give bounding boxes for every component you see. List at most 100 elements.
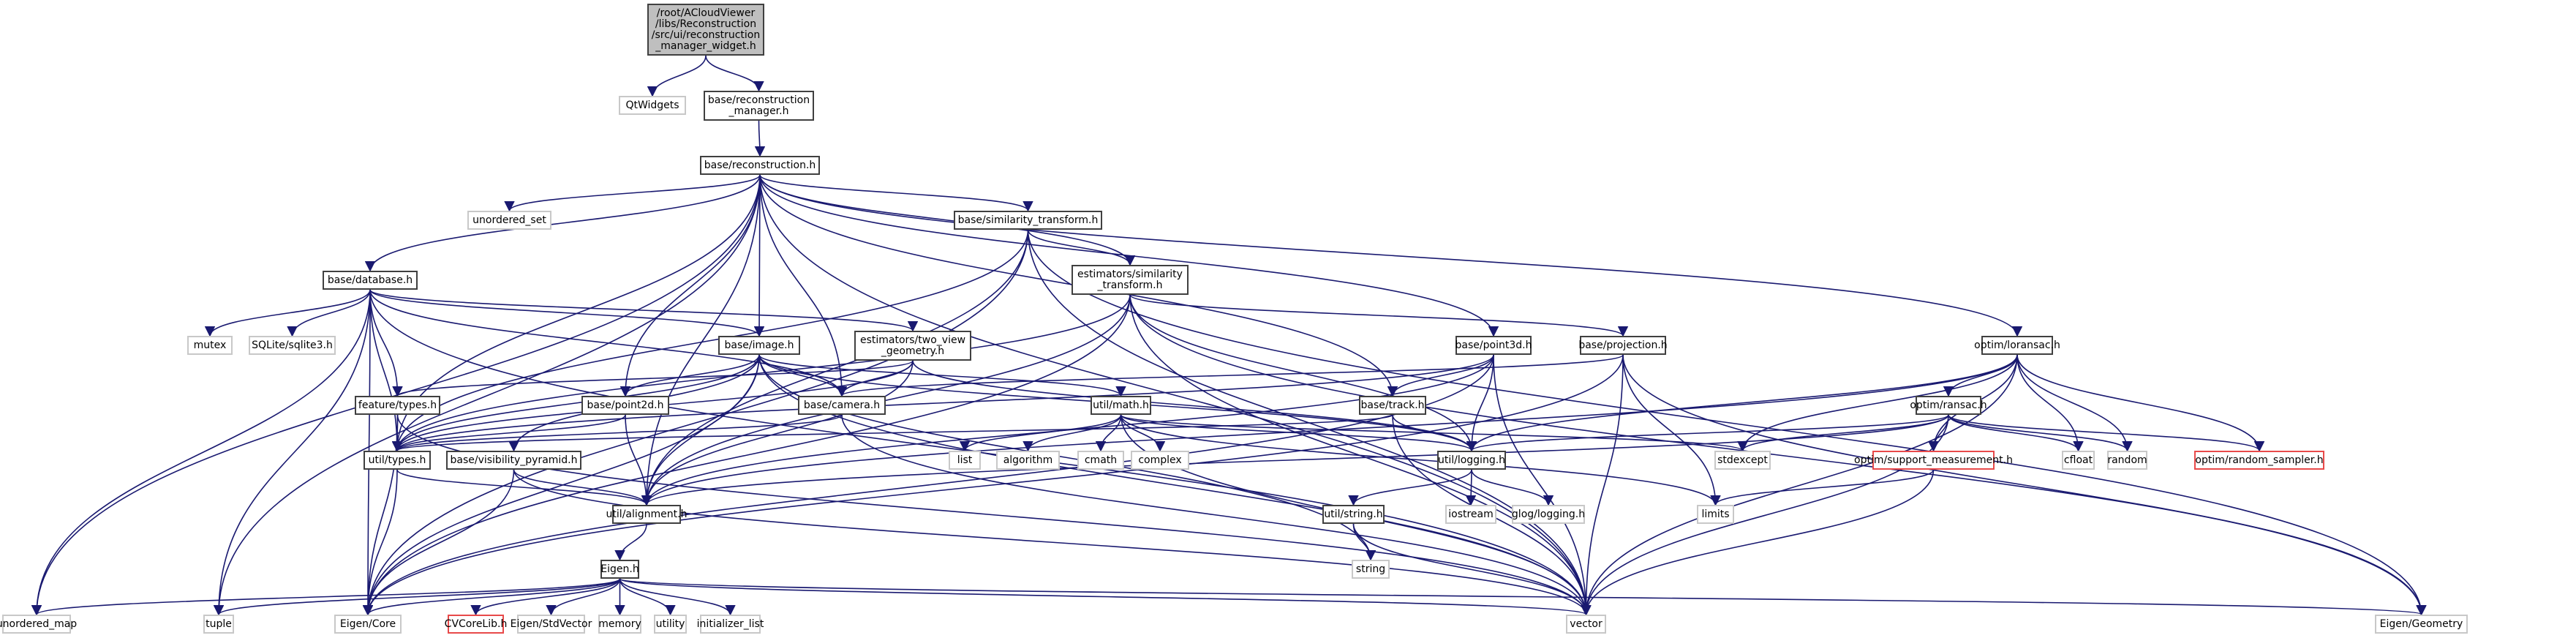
- edge-loransac-to-vector: [1581, 354, 2018, 616]
- edge-est-sim-tf-to-eigen-geom: [1129, 294, 2427, 616]
- graph-node-sqlite[interactable]: SQLite/sqlite3.h: [249, 336, 336, 355]
- edge-ransac-to-alignment: [641, 414, 1949, 506]
- graph-node-eigen-core[interactable]: Eigen/Core: [334, 615, 402, 634]
- graph-node-ransac[interactable]: optim/ransac.h: [1910, 396, 1987, 415]
- graph-node-limits[interactable]: limits: [1697, 505, 1734, 524]
- graph-node-sim-tf[interactable]: base/similarity_transform.h: [954, 211, 1102, 230]
- edge-util-string-to-vector: [1352, 523, 1592, 616]
- graph-node-loransac[interactable]: optim/loransac.h: [1974, 336, 2060, 355]
- graph-node-est-sim-tf[interactable]: estimators/similarity _transform.h: [1072, 265, 1189, 295]
- graph-node-eigen-h[interactable]: Eigen.h: [600, 560, 639, 579]
- edge-logging-to-util-string: [1348, 469, 1472, 506]
- graph-node-stdexcept[interactable]: stdexcept: [1714, 451, 1771, 470]
- graph-node-mutex[interactable]: mutex: [187, 336, 233, 355]
- edge-projection-to-vector: [1581, 354, 1624, 616]
- edge-point3d-to-vector: [1493, 354, 1592, 616]
- edge-track-to-logging: [1392, 414, 1477, 452]
- graph-node-recon-mgr[interactable]: base/reconstruction _manager.h: [704, 91, 814, 121]
- edge-database-to-tuple: [213, 289, 371, 616]
- edge-recon-to-loransac: [759, 174, 2022, 337]
- graph-node-eigen-stdvec[interactable]: Eigen/StdVector: [511, 615, 592, 634]
- edge-recon-to-tuple: [213, 174, 761, 616]
- graph-node-rand-sampler[interactable]: optim/random_sampler.h: [2194, 451, 2324, 470]
- graph-node-unordered-map[interactable]: unordered_map: [0, 615, 77, 634]
- graph-node-cvcorelib[interactable]: CVCoreLib.h: [445, 615, 507, 634]
- graph-node-vector[interactable]: vector: [1566, 615, 1606, 634]
- graph-node-utility[interactable]: utility: [654, 615, 687, 634]
- edge-two-view-to-logging: [912, 360, 1477, 452]
- edge-recon-to-alignment: [641, 174, 761, 506]
- edge-sim-tf-to-alignment: [641, 229, 1029, 506]
- edge-image-to-point2d: [619, 354, 760, 397]
- edge-database-to-sqlite: [287, 289, 371, 337]
- edge-eigen-h-to-init-list: [619, 578, 736, 616]
- edge-math-to-logging: [1120, 414, 1477, 452]
- graph-node-point3d[interactable]: base/point3d.h: [1455, 336, 1532, 355]
- graph-node-image[interactable]: base/image.h: [718, 336, 800, 355]
- edge-projection-to-limits: [1622, 354, 1721, 506]
- edge-eigen-h-to-vector: [619, 578, 1591, 616]
- edge-database-to-mutex: [204, 289, 371, 337]
- graph-node-math[interactable]: util/math.h: [1091, 396, 1151, 415]
- graph-node-support[interactable]: optim/support_measurement.h: [1854, 451, 2013, 470]
- graph-node-qtwidgets[interactable]: QtWidgets: [619, 96, 686, 115]
- edge-projection-to-eigen-geom: [1622, 354, 2427, 616]
- edge-point3d-to-util-types: [392, 354, 1494, 452]
- edge-est-sim-tf-to-projection: [1129, 294, 1628, 337]
- edge-recon-mgr-to-recon: [754, 120, 766, 157]
- graph-node-tuple[interactable]: tuple: [203, 615, 234, 634]
- graph-node-alignment[interactable]: util/alignment.h: [606, 505, 687, 524]
- edge-projection-to-eigen-core: [362, 354, 1624, 616]
- edge-ransac-to-rand-sampler: [1948, 414, 2264, 452]
- graph-node-util-types[interactable]: util/types.h: [364, 451, 431, 470]
- graph-node-recon[interactable]: base/reconstruction.h: [700, 156, 820, 175]
- edge-sim-tf-to-eigen-geom: [1027, 229, 2427, 616]
- edge-ransac-to-cfloat: [1948, 414, 2084, 452]
- graph-node-init-list[interactable]: initializer_list: [697, 615, 764, 634]
- edge-loransac-to-stdexcept: [1737, 354, 2018, 452]
- edge-vis-pyr-to-alignment: [513, 469, 652, 506]
- edge-eigen-h-to-eigen-stdvec: [546, 578, 621, 616]
- graph-node-vis-pyr[interactable]: base/visibility_pyramid.h: [446, 451, 581, 470]
- edge-recon-to-sim-tf: [759, 174, 1033, 212]
- graph-node-database[interactable]: base/database.h: [323, 271, 418, 290]
- graph-node-algorithm[interactable]: algorithm: [996, 451, 1060, 470]
- edge-est-sim-tf-to-util-types: [391, 294, 1131, 452]
- edge-util-types-to-eigen-core: [362, 469, 398, 616]
- edge-recon-to-vector: [759, 174, 1592, 616]
- graph-node-projection[interactable]: base/projection.h: [1578, 336, 1668, 355]
- edge-eigen-h-to-eigen-geom: [619, 578, 2426, 616]
- edge-recon-to-camera: [759, 174, 848, 397]
- edge-math-to-list: [959, 414, 1122, 452]
- graph-node-unordered-set[interactable]: unordered_set: [467, 211, 551, 230]
- graph-node-util-string[interactable]: util/string.h: [1322, 505, 1385, 524]
- edge-ransac-to-logging: [1466, 414, 1949, 452]
- edge-loransac-to-rand-sampler: [2016, 354, 2265, 452]
- graph-node-track[interactable]: base/track.h: [1359, 396, 1426, 415]
- graph-node-root[interactable]: /root/ACloudViewer /libs/Reconstruction …: [647, 4, 764, 56]
- graph-node-list[interactable]: list: [949, 451, 981, 470]
- graph-node-point2d[interactable]: base/point2d.h: [581, 396, 669, 415]
- edge-alignment-to-eigen-h: [614, 523, 647, 561]
- graph-node-two-view[interactable]: estimators/two_view _geometry.h: [854, 331, 971, 361]
- edge-image-to-math: [758, 354, 1126, 397]
- graph-node-glog[interactable]: glog/logging.h: [1512, 505, 1585, 524]
- graph-node-logging[interactable]: util/logging.h: [1437, 451, 1506, 470]
- edge-support-to-vector: [1581, 469, 1935, 616]
- graph-node-cmath[interactable]: cmath: [1077, 451, 1124, 470]
- edge-database-to-two-view: [369, 289, 918, 332]
- graph-node-string[interactable]: string: [1352, 560, 1390, 579]
- edge-eigen-h-to-tuple: [214, 578, 621, 616]
- graph-node-eigen-geom[interactable]: Eigen/Geometry: [2375, 615, 2468, 634]
- edge-util-types-to-alignment: [396, 469, 652, 506]
- edge-math-to-complex: [1120, 414, 1166, 452]
- edge-recon-to-database: [364, 174, 761, 272]
- edge-two-view-to-feat-types: [392, 360, 914, 397]
- graph-node-feat-types[interactable]: feature/types.h: [355, 396, 440, 415]
- graph-node-memory[interactable]: memory: [598, 615, 641, 634]
- graph-node-iostream[interactable]: iostream: [1445, 505, 1496, 524]
- graph-node-cfloat[interactable]: cfloat: [2062, 451, 2095, 470]
- graph-node-random[interactable]: random: [2107, 451, 2147, 470]
- graph-node-camera[interactable]: base/camera.h: [798, 396, 886, 415]
- graph-node-complex[interactable]: complex: [1131, 451, 1189, 470]
